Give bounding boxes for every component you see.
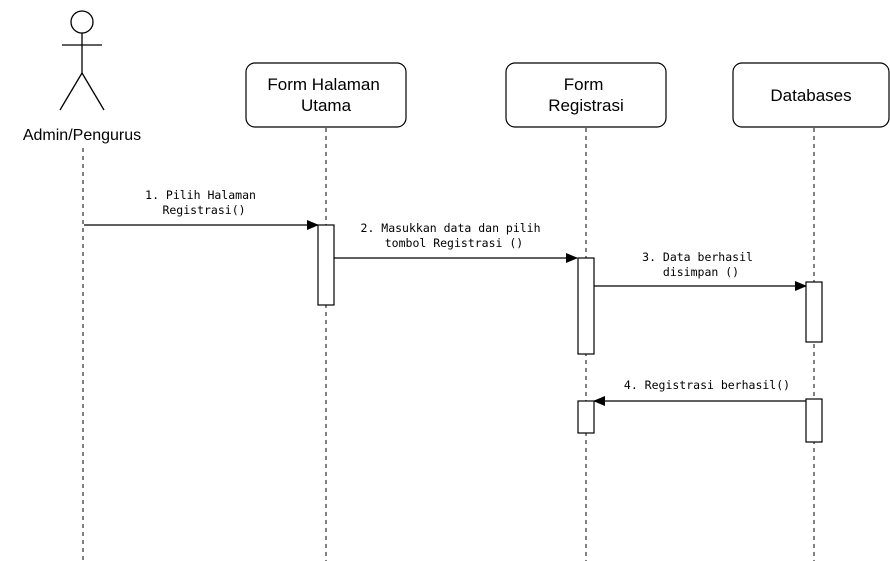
participant-label-line: Utama <box>301 96 352 115</box>
participant-label-line: Registrasi <box>548 96 624 115</box>
participant-form-registrasi: Form Registrasi <box>505 62 667 128</box>
message-label-3: 3. Data berhasil <box>642 250 753 264</box>
participant-label-line: Form <box>564 75 604 94</box>
svg-text:3. Data berhasil disimpan: 3. Data berhasil disimpan () <box>642 250 760 279</box>
activation-form-registrasi-2 <box>577 400 595 434</box>
participant-databases: Databases <box>732 62 890 128</box>
svg-text:1. Pilih Halaman Registras: 1. Pilih Halaman Registrasi() <box>145 188 263 217</box>
svg-text:Form Halaman Utama: Form Halaman Utama <box>267 75 384 115</box>
svg-text:Databases: Databases <box>770 86 851 105</box>
svg-text:4. Registrasi berhasil(): 4. Registrasi berhasil() <box>624 378 790 392</box>
activation-form-registrasi-1 <box>577 257 595 355</box>
message-label-4: 4. Registrasi berhasil() <box>624 378 790 392</box>
actor-icon <box>59 10 105 111</box>
actor-label: Admin/Pengurus <box>23 127 141 144</box>
message-label-1: Registrasi() <box>162 203 245 217</box>
activation-databases-2 <box>805 398 823 443</box>
activation-form-halaman-utama <box>317 224 335 306</box>
svg-text:2. Masukkan data dan pilih: 2. Masukkan data dan pilih tombol Regist… <box>361 221 548 250</box>
svg-text:Form Registrasi: Form Registrasi <box>548 75 624 115</box>
participant-label-line: Form Halaman <box>267 75 379 94</box>
participant-form-halaman-utama: Form Halaman Utama <box>245 62 407 128</box>
participant-label-line: Databases <box>770 86 851 105</box>
message-label-3: disimpan () <box>663 265 739 279</box>
message-label-2: tombol Registrasi () <box>385 236 523 250</box>
message-label-2: 2. Masukkan data dan pilih <box>361 221 541 235</box>
message-label-1: 1. Pilih Halaman <box>145 188 256 202</box>
activation-databases-1 <box>805 281 823 343</box>
